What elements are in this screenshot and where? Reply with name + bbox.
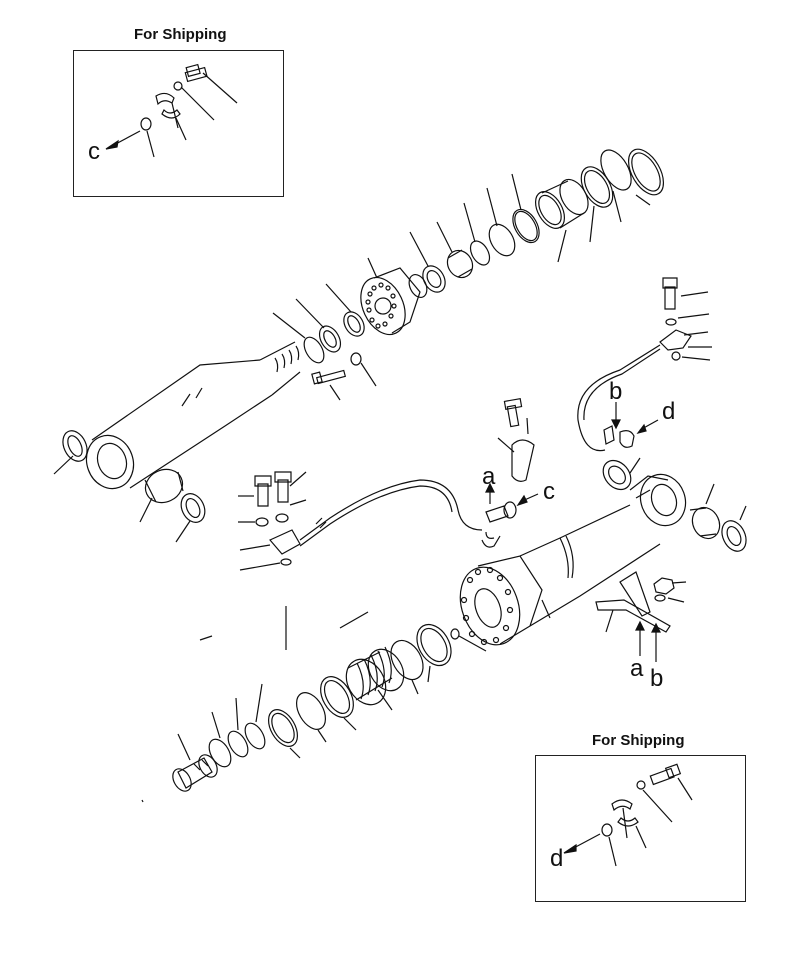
- upper-seal-rings: [273, 284, 376, 386]
- clamp-ac-upper: [482, 399, 538, 547]
- grease-fitting-upper: [578, 278, 712, 451]
- rod-end-bushing: [54, 427, 209, 542]
- ref-letter-upper-c: c: [543, 478, 555, 505]
- ref-letter-inset-d: d: [550, 845, 564, 872]
- inset-top-left-parts: [106, 65, 237, 157]
- grease-fitting-middle: [238, 472, 306, 570]
- clamp-bd-upper: [598, 402, 658, 495]
- ref-letter-upper-b: b: [609, 378, 623, 405]
- ref-letter-upper-a: a: [482, 463, 496, 490]
- inset-box-top-left: [73, 50, 284, 197]
- inset-box-bottom-right: [535, 755, 746, 902]
- cylinder-tube: [450, 468, 693, 653]
- ref-letter-lower-a: a: [630, 655, 644, 682]
- ref-letter-lower-b: b: [650, 665, 664, 692]
- inset-title-top-left: For Shipping: [134, 26, 227, 43]
- inset-title-bottom-right: For Shipping: [592, 732, 685, 749]
- hydraulic-line: [300, 480, 482, 546]
- tube-end-bushing: [630, 458, 751, 555]
- upper-rings-2: [410, 174, 545, 296]
- inset-washer: [174, 82, 182, 90]
- lower-seal-rings: [142, 606, 458, 802]
- ref-letter-inset-c: c: [88, 138, 100, 165]
- piston-rod: [79, 342, 300, 495]
- inset-clamp-lower: [162, 110, 180, 118]
- cylinder-head-upper: [312, 258, 430, 400]
- ref-letter-upper-d: d: [662, 398, 676, 425]
- piston-upper: [530, 143, 671, 262]
- inset-nut: [141, 118, 151, 130]
- inset-bolt: [185, 65, 207, 82]
- inset-clamp-upper: [156, 93, 174, 104]
- inset-bottom-right-parts: [564, 764, 692, 866]
- clamp-ab-lower: [596, 572, 686, 662]
